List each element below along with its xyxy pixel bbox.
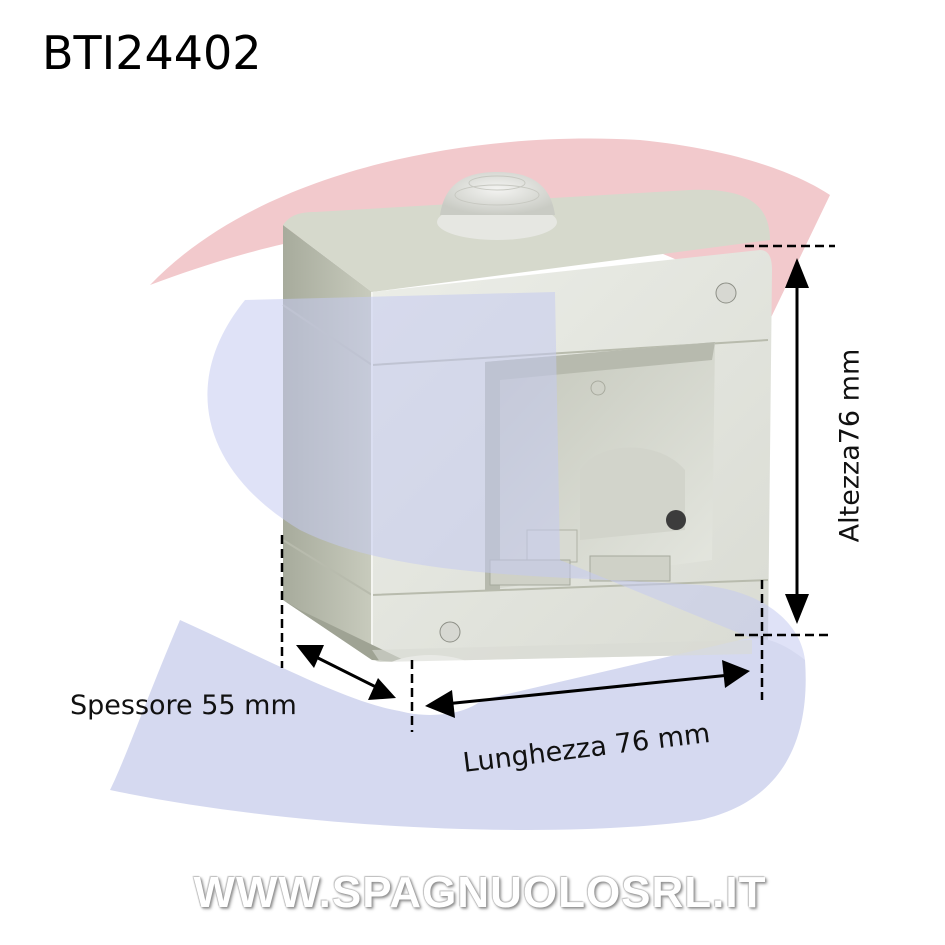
thickness-label: Spessore 55 mm [70,690,297,721]
product-code-title: BTI24402 [42,26,262,80]
height-label: Altezza76 mm [834,348,866,543]
length-arrow-line [444,673,731,706]
height-arrow-up-icon [785,258,809,288]
thickness-arrow-line [309,652,383,692]
length-arrow-left-icon [425,690,455,718]
watermark-logo-blue-s [207,292,805,660]
height-arrow-down-icon [785,594,809,624]
watermark-logo-red-arc [150,138,830,330]
website-watermark: WWW.SPAGNUOLOSRL.IT [193,868,767,917]
thickness-arrow-left-icon [296,645,324,668]
dimension-annotations [280,244,835,732]
thickness-arrow-right-icon [368,678,396,700]
length-arrow-right-icon [722,660,750,688]
cable-gland [437,172,557,240]
watermark-logo-blue-base [110,620,806,830]
